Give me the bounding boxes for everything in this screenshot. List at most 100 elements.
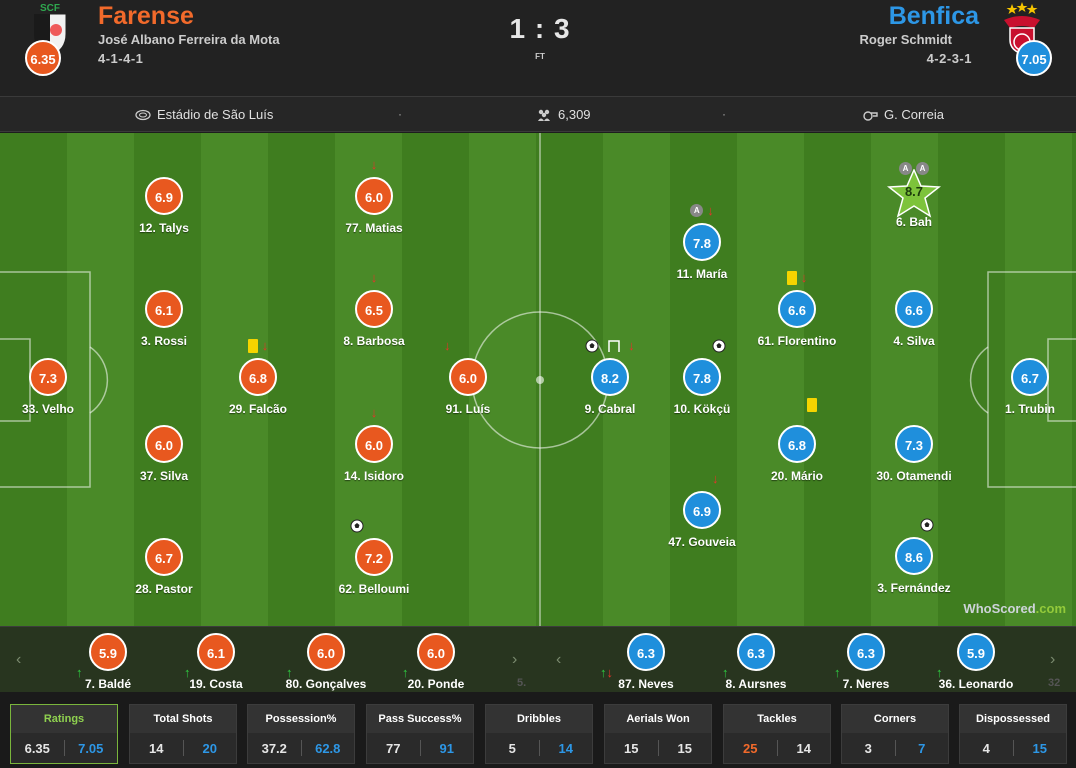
stat-home-value: 14 [149,740,164,756]
home-team-name[interactable]: Farense [98,2,194,30]
away-subs-next-chevron-icon[interactable]: › [1050,651,1056,668]
away-sub-player[interactable]: 6.3 ↑ 7. Neres [818,633,914,691]
sub-on-arrow-icon: ↑ [936,665,943,680]
sub-name: 36. Leonardo [938,677,1014,691]
player-rating: 7.8 [683,358,721,396]
away-subs-prev-chevron-icon[interactable]: ‹ [556,651,562,668]
away-sub-player[interactable]: 5.9 ↑ 36. Leonardo [928,633,1024,691]
home-player-belloumi[interactable]: 7.2 62. Belloumi [314,519,434,596]
stat-title: Possession% [248,705,354,733]
away-sub-player[interactable]: 6.3 ↑↓ 87. Neves [598,633,694,691]
yellow-card-icon [247,338,258,353]
player-name: 20. Mário [770,469,824,483]
home-player-velho[interactable]: 7.3 33. Velho [0,358,108,416]
player-rating: 6.8 [239,358,277,396]
home-player-isidoro[interactable]: ↓ 6.0 14. Isidoro [314,405,434,483]
player-name: 47. Gouveia [668,535,736,549]
away-player-trubin[interactable]: 6.7 1. Trubin [970,358,1076,416]
player-rating: 7.3 [29,358,67,396]
sub-on-arrow-icon: ↑ [834,665,841,680]
player-name: 11. María [676,267,728,281]
player-name: 29. Falcão [228,402,288,416]
sub-rating: 6.3 [847,633,885,671]
stat-home-value: 5 [508,740,516,756]
yellow-card-icon [786,270,797,285]
player-name: 3. Rossi [140,334,188,348]
assist-icon: A [690,204,704,218]
home-player-matias[interactable]: ↓ 6.0 77. Matias [314,157,434,235]
referee-name: G. Correia [884,107,944,122]
player-name: 61. Florentino [757,334,837,348]
stadium-name: Estádio de São Luís [157,107,274,122]
sub-name: 87. Neves [618,677,674,691]
player-name: 37. Silva [139,469,189,483]
home-player-luis[interactable]: ↓ 6.0 91. Luís [408,338,528,416]
away-player-maria[interactable]: A↓ 7.8 11. María [642,203,762,281]
stat-away-value: 15 [1032,740,1047,756]
sub-on-arrow-icon: ↑ [286,665,293,680]
pitch: 6.9 12. Talys ↓ 6.0 77. Matias 6.1 3. Ro… [0,133,1076,626]
away-player-mario[interactable]: 6.8 20. Mário [737,397,857,483]
player-markers: ↓ [408,338,528,354]
home-player-falcao[interactable]: ↓ 6.8 29. Falcão [198,338,318,416]
sub-rating: 6.0 [417,633,455,671]
sub-rating: 5.9 [89,633,127,671]
stat-away-value: 14 [558,740,573,756]
sub-on-arrow-icon: ↑ [184,665,191,680]
away-player-fernandez[interactable]: 8.6 3. Fernández [854,518,974,595]
stat-values: 5 14 [486,733,592,763]
home-sub-player[interactable]: 5.9 ↑ 7. Baldé [60,633,156,691]
stat-title: Aerials Won [605,705,711,733]
player-rating: 8.6 [895,537,933,575]
home-subs-next-chevron-icon[interactable]: › [512,651,518,668]
away-player-cabral[interactable]: ↓ 8.2 9. Cabral [550,338,670,416]
stat-home-value: 25 [743,740,758,756]
player-name: 9. Cabral [584,402,636,416]
stat-away-value: 91 [439,740,454,756]
away-player-florentino[interactable]: ↓ 6.6 61. Florentino [737,270,857,348]
player-rating: 6.0 [355,177,393,215]
stat-title: Total Shots [130,705,236,733]
home-player-talys[interactable]: 6.9 12. Talys [104,177,224,235]
stat-home-value: 77 [386,740,401,756]
home-player-rossi[interactable]: 6.1 3. Rossi [104,290,224,348]
match-status: FT [535,52,545,61]
away-team-name[interactable]: Benfica [888,2,979,30]
player-name: 28. Pastor [135,582,193,596]
star-icon [886,169,942,218]
player-rating: 6.7 [1011,358,1049,396]
away-sub-player[interactable]: 6.3 ↑ 8. Aursnes [708,633,804,691]
stat-home-value: 15 [624,740,639,756]
player-markers: ↓ [314,405,434,421]
home-sub-player[interactable]: 6.0 ↑ 80. Gonçalves [278,633,374,691]
home-player-pastor[interactable]: 6.7 28. Pastor [104,538,224,596]
away-player-otamendi[interactable]: 7.3 30. Otamendi [854,425,974,483]
away-player-silva[interactable]: 6.6 4. Silva [854,290,974,348]
watermark-suffix: .com [1035,601,1066,616]
away-player-kokcu[interactable]: 7.8 10. Kökçü [642,339,762,416]
sub-name: 19. Costa [189,677,243,691]
away-player-gouveia[interactable]: ↓ 6.9 47. Gouveia [642,471,762,549]
player-rating: 6.8 [778,425,816,463]
home-player-barbosa[interactable]: ↓ 6.5 8. Barbosa [314,270,434,348]
stat-home-value: 6.35 [24,740,50,756]
home-player-silva[interactable]: 6.0 37. Silva [104,425,224,483]
sub-on-arrow-icon: ↑ [76,665,83,680]
stat-home-value: 3 [864,740,872,756]
home-sub-player[interactable]: 6.1 ↑ 19. Costa [168,633,264,691]
home-sub-player[interactable]: 6.0 ↑ 20. Ponde [388,633,484,691]
home-subs-prev-chevron-icon[interactable]: ‹ [16,651,22,668]
sub-off-arrow-icon: ↓ [370,270,378,286]
